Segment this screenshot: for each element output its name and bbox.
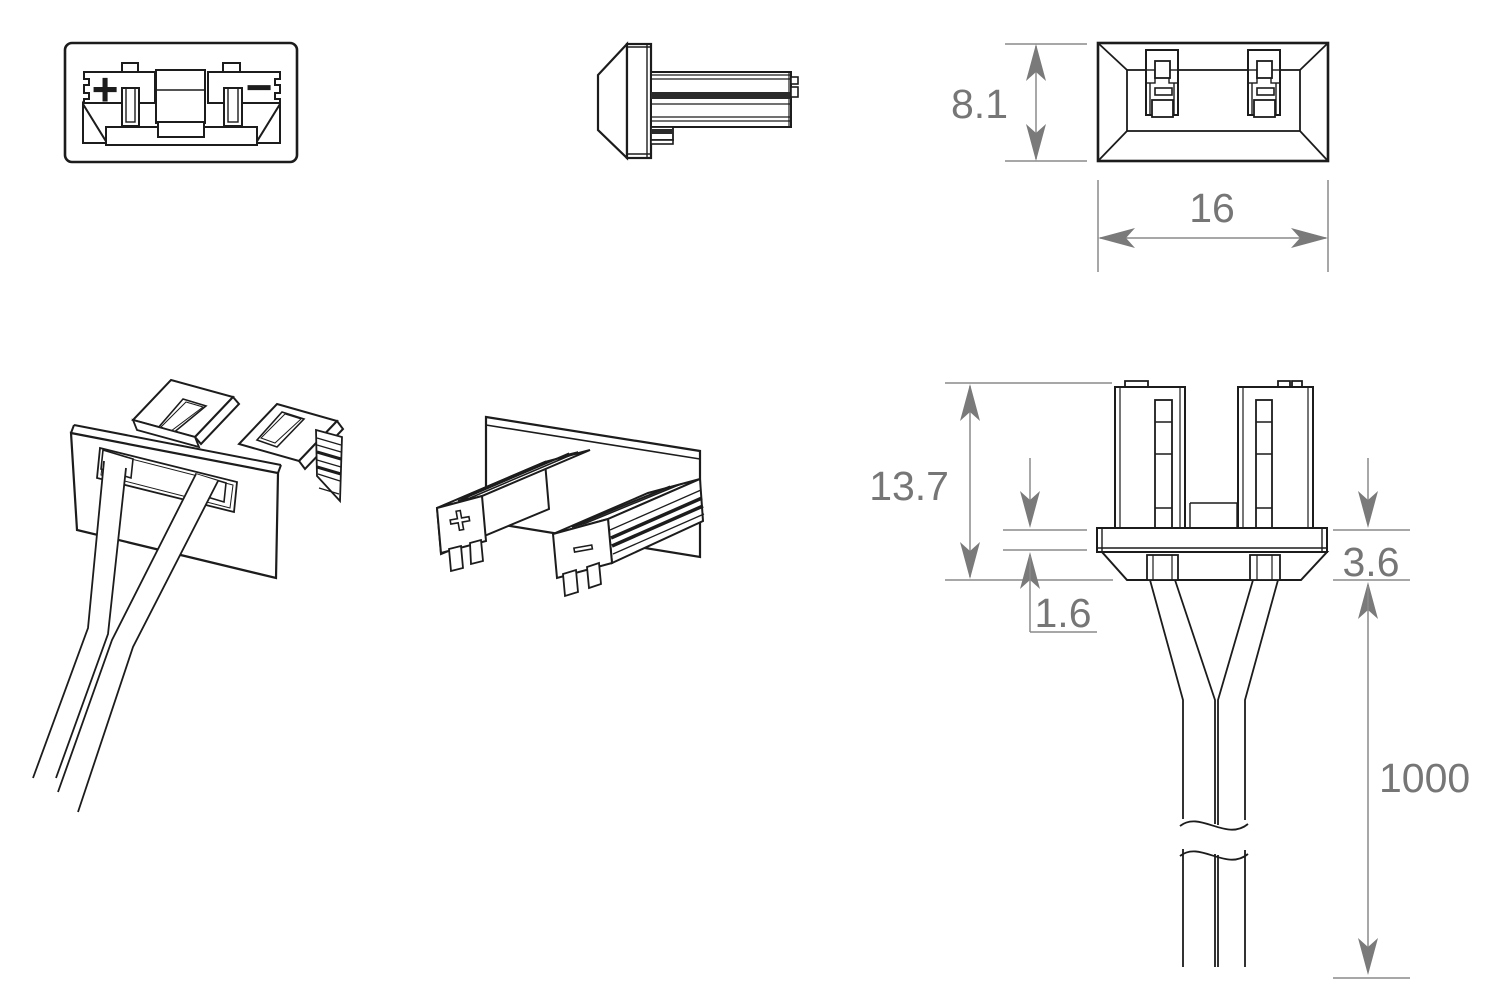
dim-label-front-height: 13.7 [869, 463, 949, 509]
arrow-down-icon [1026, 124, 1046, 161]
rear-housing-outline [1096, 41, 1330, 163]
left-clip-slot [121, 87, 140, 127]
dimension-front-height: 13.7 [869, 382, 1113, 581]
arrow-down-icon [960, 542, 980, 579]
arrow-up-icon [1026, 44, 1046, 81]
arrow-right-icon [1291, 228, 1328, 248]
wire-break-icon [1179, 820, 1249, 861]
arrow-down-icon [1358, 491, 1378, 528]
rear-contact-clip-right [1247, 49, 1281, 118]
right-top-tab [222, 62, 241, 72]
figure-rear-view [1096, 41, 1330, 163]
iso-right-rail [237, 402, 345, 504]
front-wires [1149, 579, 1279, 967]
dimension-plate-thickness: 1.6 [1003, 458, 1097, 636]
dim-label-wire-length: 1000 [1379, 755, 1470, 801]
left-top-tab [121, 62, 139, 72]
prong-bridge [1189, 502, 1238, 528]
side-body [650, 71, 792, 128]
right-clip-slot [223, 87, 243, 127]
front-left-prong [1114, 380, 1186, 529]
iso-minus-plug: − [551, 477, 705, 598]
rear-inner-frame [1126, 69, 1301, 132]
arrow-down-icon [1358, 938, 1378, 975]
end-latch-lower [790, 86, 799, 98]
arrow-down-icon [1020, 491, 1040, 528]
arrow-up-icon [960, 384, 980, 421]
iso-wires [32, 460, 219, 813]
dim-label-plate-thickness: 1.6 [1035, 590, 1092, 636]
side-flange [596, 41, 629, 161]
front-base-plate [1096, 527, 1330, 581]
figure-front-view: + − [63, 41, 299, 164]
figure-iso-wired [32, 378, 345, 813]
dim-label-rear-width: 16 [1189, 185, 1235, 231]
plus-symbol: + [92, 63, 119, 115]
wire-stubs [1146, 554, 1281, 581]
front-right-prong [1237, 380, 1314, 529]
dim-label-rear-height: 8.1 [951, 81, 1008, 127]
figure-side-view [596, 41, 799, 161]
arrow-left-icon [1098, 228, 1135, 248]
frame-bevel-lines [1097, 42, 1329, 162]
minus-symbol: − [246, 61, 273, 113]
dimension-rear-width: 16 [1097, 180, 1329, 272]
iso-left-rail [131, 378, 241, 449]
figure-iso-plugs: − + [435, 415, 705, 598]
dimension-wire-length: 1000 [1333, 582, 1470, 979]
dimension-base-height: 3.6 [1333, 458, 1410, 585]
center-foot [157, 121, 205, 138]
iso-ridged-blade [315, 428, 343, 504]
figure-front-wired [1096, 380, 1330, 967]
rear-contact-clip [1145, 49, 1179, 118]
iso-plus-plug: + [435, 449, 591, 573]
end-latch-upper [790, 76, 799, 85]
dim-label-base-height: 3.6 [1343, 539, 1400, 585]
dimension-rear-height: 8.1 [951, 43, 1087, 162]
center-block [155, 69, 206, 124]
side-body-dark-ridge [651, 92, 791, 99]
